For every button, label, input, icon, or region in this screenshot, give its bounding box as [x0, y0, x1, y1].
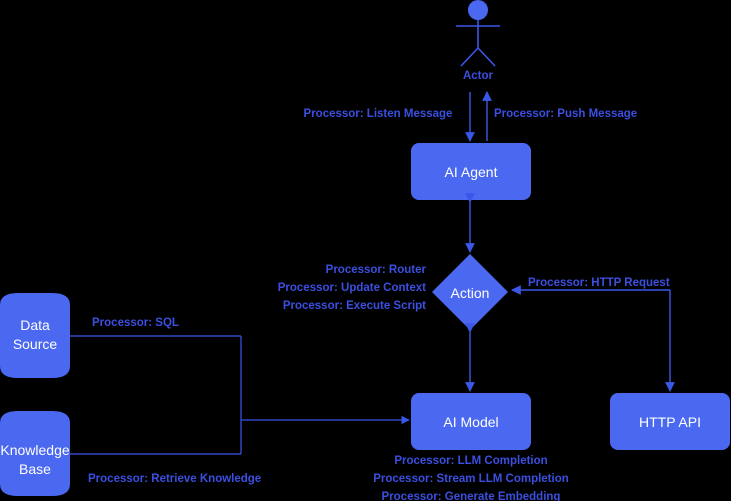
edge-label-push-message: Processor: Push Message — [494, 108, 638, 120]
edge-label-listen-message: Processor: Listen Message — [303, 108, 453, 120]
edge-label-http-request: Processor: HTTP Request — [528, 277, 670, 289]
node-ai-model-shape[interactable] — [411, 393, 531, 450]
edge-label-sql: Processor: SQL — [92, 317, 179, 329]
node-data-source-shape[interactable] — [0, 293, 70, 378]
node-actor-label: Actor — [462, 70, 494, 82]
edge-label-model-processors: Processor: LLM Completion Processor: Str… — [373, 455, 569, 501]
edge-label-retrieve-knowledge: Processor: Retrieve Knowledge — [88, 473, 262, 485]
node-ai-agent-shape[interactable] — [411, 143, 531, 200]
node-knowledge-base-shape[interactable] — [0, 411, 70, 496]
node-action-shape[interactable] — [432, 254, 508, 330]
edge-bracket-to-ai-model — [240, 336, 409, 454]
node-http-api-shape[interactable] — [610, 393, 730, 450]
edge-label-action-processors: Processor: Router Processor: Update Cont… — [277, 264, 426, 312]
actor-figure — [456, 0, 500, 67]
